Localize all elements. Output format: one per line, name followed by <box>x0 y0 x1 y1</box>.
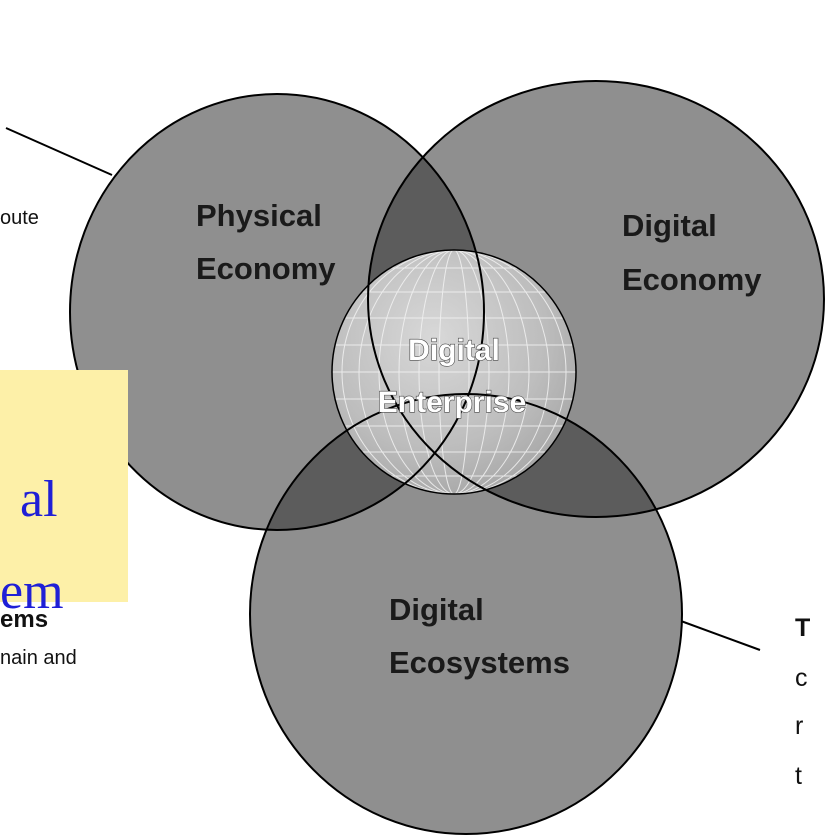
left-annotation-top: oute <box>0 207 39 229</box>
right-annotation-line-4: t <box>795 762 802 790</box>
overlap-digital-ecosystems <box>368 394 682 517</box>
label-physical-line2: Economy <box>196 251 336 286</box>
highlight-box-line2: em <box>0 563 64 620</box>
left-annotation-bottom: nain and <box>0 648 77 666</box>
overlap-physical-ecosystems <box>250 394 484 530</box>
leader-line-right <box>669 616 761 651</box>
label-enterprise-line2: Enterprise <box>378 386 526 419</box>
outline-ecosystems <box>249 393 683 835</box>
right-annotation-line-1: T <box>795 614 811 642</box>
label-digital-economy-line1: Digital <box>622 208 717 243</box>
right-annotation-line-2: c <box>795 664 808 692</box>
leader-line-left <box>5 127 113 176</box>
highlight-box-line1: al <box>20 471 58 528</box>
outline-physical <box>69 93 485 531</box>
outline-digital <box>367 80 825 518</box>
highlight-box: al em <box>0 370 128 618</box>
label-enterprise-line1: Digital <box>408 334 500 367</box>
label-ecosystems-line1: Digital <box>389 592 484 627</box>
right-annotation-line-3: r <box>795 712 804 740</box>
label-physical-line1: Physical <box>196 198 322 233</box>
label-ecosystems-line2: Ecosystems <box>389 645 570 680</box>
globe-icon <box>331 249 577 495</box>
label-digital-economy-line2: Economy <box>622 262 762 297</box>
left-annotation-bottom-bold: ems <box>0 606 49 633</box>
